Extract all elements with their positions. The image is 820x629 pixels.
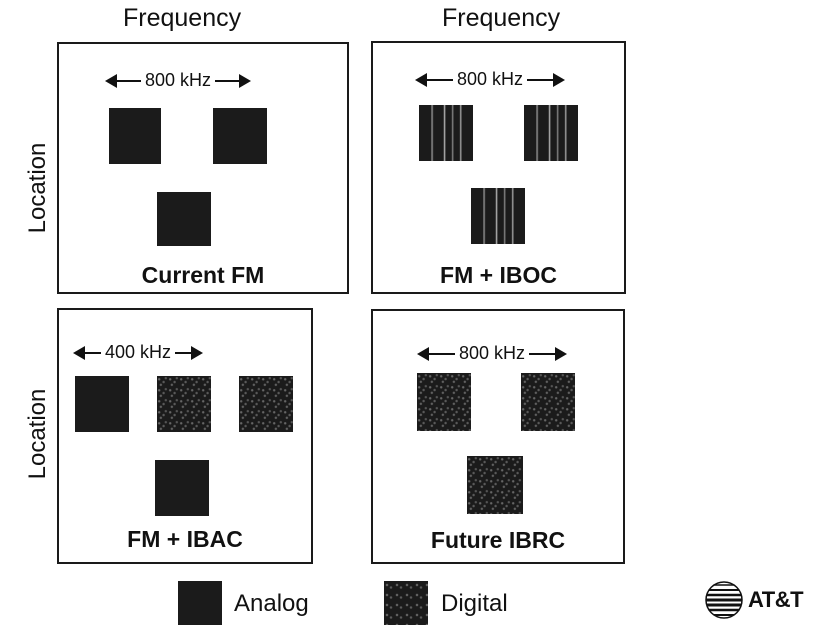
att-logo: AT&T [704,580,804,620]
analog-signal-block [157,192,211,246]
right-arrow-icon [527,72,566,87]
digital-signal-block [521,373,575,431]
panel-future-ibrc: 800 kHz Future IBRC [371,309,625,564]
legend-digital-label: Digital [441,590,508,617]
digital-signal-block [239,376,293,432]
row-header-location-top: Location [24,142,51,234]
att-globe-icon [705,581,743,619]
left-arrow-icon [105,73,141,88]
frequency-span-indicator: 800 kHz [415,69,566,90]
right-arrow-icon [175,345,204,360]
left-arrow-icon [415,72,453,87]
legend-analog-label: Analog [234,590,309,617]
right-arrow-icon [529,346,568,361]
panel-label: FM + IBAC [127,526,243,552]
panel-current-fm: 800 kHz Current FM [57,42,349,294]
panel-label: Current FM [141,262,265,288]
row-header-location-bottom: Location [24,388,51,480]
panel-label: FM + IBOC [440,262,557,288]
digital-signal-block [467,456,523,514]
column-header-frequency-right: Frequency [442,4,561,32]
analog-signal-block [109,108,161,164]
digital-signal-block [417,373,471,431]
analog-signal-block [155,460,209,516]
panel-fm-ibac: 400 kHz FM + IBAC [57,308,313,564]
panel-fm-iboc: 800 kHz FM + IBOC [371,41,626,294]
hybrid-signal-block [471,188,525,244]
frequency-span-indicator: 800 kHz [105,70,252,91]
frequency-span-label: 800 kHz [457,69,524,89]
legend-analog-swatch [178,581,222,625]
legend-digital-swatch [384,581,428,625]
frequency-span-label: 400 kHz [105,342,172,362]
left-arrow-icon [417,346,455,361]
hybrid-signal-block [524,105,578,161]
panel-label: Future IBRC [430,527,566,553]
att-logo-text: AT&T [748,587,804,612]
left-arrow-icon [73,345,101,360]
column-header-frequency-left: Frequency [123,4,242,32]
frequency-span-indicator: 400 kHz [73,342,204,363]
analog-signal-block [75,376,129,432]
frequency-span-label: 800 kHz [145,70,212,90]
hybrid-signal-block [419,105,473,161]
frequency-span-indicator: 800 kHz [417,343,568,364]
right-arrow-icon [215,73,252,88]
analog-signal-block [213,108,267,164]
frequency-span-label: 800 kHz [459,343,526,363]
digital-signal-block [157,376,211,432]
